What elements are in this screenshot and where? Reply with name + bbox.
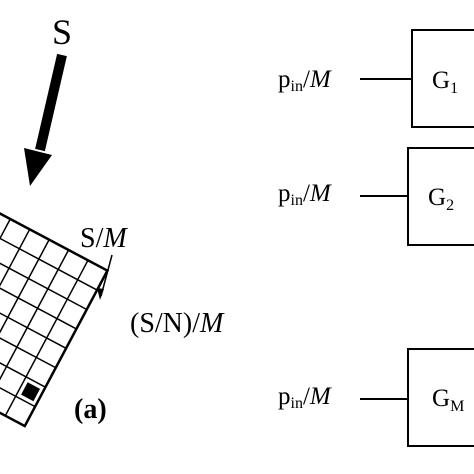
receiver-row-1: pin/M G1 [278,29,474,128]
grid-line [0,228,31,386]
snr-pointer-arrow [97,254,113,300]
gain-block [407,348,474,447]
panel-label: (a) [74,394,107,425]
highlighted-element [21,382,41,402]
grid-line [0,323,36,408]
array-grid [0,186,110,428]
grid-line [0,303,46,388]
source-label: S [52,12,72,52]
receiver-row-2: pin/M G2 [278,147,474,246]
grid-line [0,249,70,406]
receiver-row-m: pin/M GM [278,348,474,447]
snr-annotation: S/M [80,223,128,254]
input-power-label: pin/M [278,66,332,95]
gain-block [407,147,474,246]
grid-line [0,265,67,349]
grid-line [0,245,77,330]
input-power-label: pin/M [278,180,332,209]
input-power-label: pin/M [278,383,332,412]
grid-line [0,284,57,369]
gain-label: G1 [432,67,458,97]
grid-lines [0,186,110,428]
incident-arrow [24,53,67,186]
gain-label: G2 [428,184,454,214]
grid-line [4,259,89,417]
sn-annotation: (S/N)/M [130,308,225,339]
gain-label: GM [432,385,464,415]
grid-line [0,239,50,396]
gain-block [411,29,474,128]
